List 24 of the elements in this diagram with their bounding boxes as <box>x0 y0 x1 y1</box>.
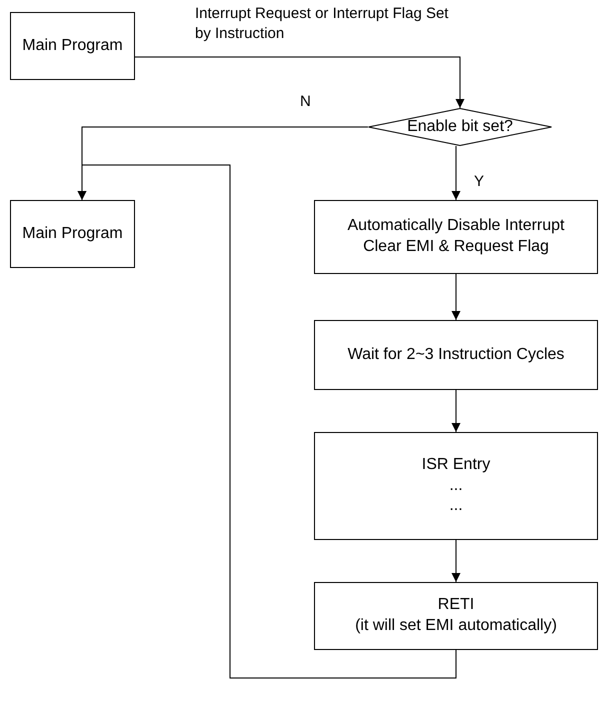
node-text: Main Program <box>22 36 123 56</box>
node-text: Clear EMI & Request Flag <box>363 237 549 257</box>
node-text: ... <box>449 476 463 496</box>
process-box <box>314 200 598 274</box>
node-text: ISR Entry <box>422 454 490 475</box>
process-box <box>314 320 598 390</box>
process-box <box>314 432 598 540</box>
arrow <box>452 540 460 582</box>
process-box <box>10 200 135 268</box>
node-text: (it will set EMI automatically) <box>355 616 557 636</box>
arrow <box>452 390 460 432</box>
arrow <box>452 146 460 200</box>
process-box <box>314 582 598 650</box>
node-text: Automatically Disable Interrupt <box>348 216 564 236</box>
node-text: RETI <box>438 595 474 616</box>
arrow <box>134 56 464 108</box>
arrow <box>78 164 456 678</box>
process-box <box>10 12 135 80</box>
node-text: ... <box>449 496 463 516</box>
arrow <box>452 274 460 320</box>
node-text: Main Program <box>22 224 123 244</box>
node-text: Wait for 2~3 Instruction Cycles <box>348 344 564 365</box>
node-text: Enable bit set? <box>407 116 513 137</box>
decision-diamond <box>368 108 552 146</box>
